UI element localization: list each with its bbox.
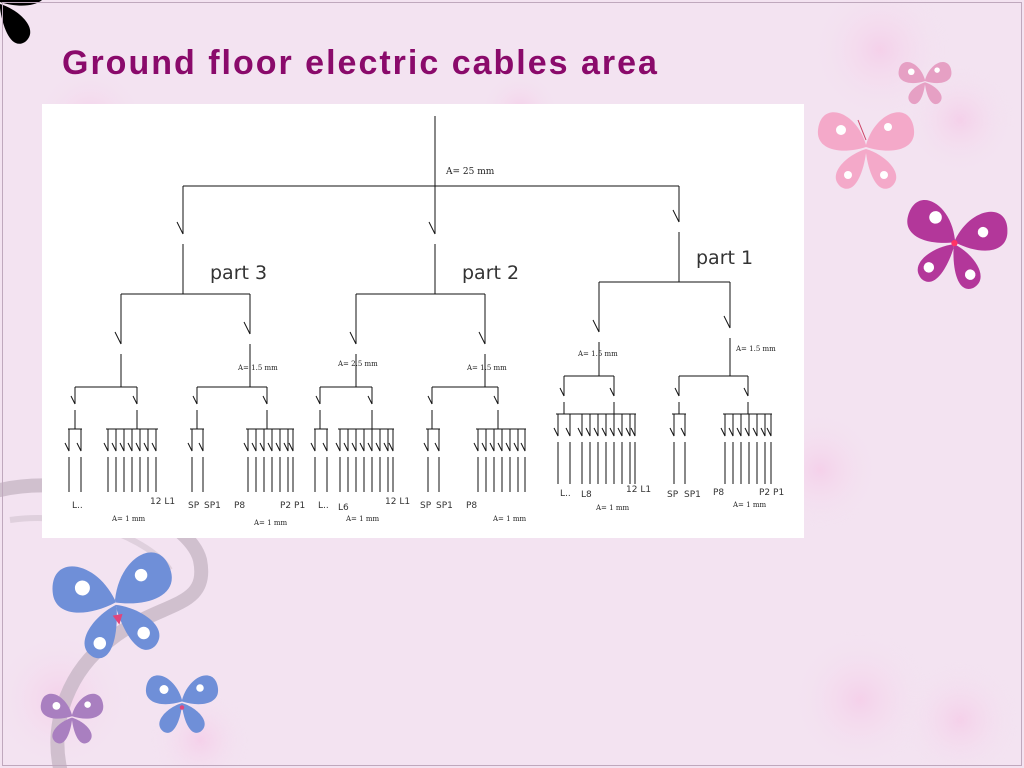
- group-cable-size: A= 1 mm: [595, 504, 629, 512]
- circuit-label: SP: [188, 501, 200, 511]
- group-cable-size: A= 1 mm: [111, 515, 145, 523]
- circuit-label: L..: [318, 501, 329, 511]
- circuit-label: SP1: [684, 490, 701, 500]
- part-3-label: part 3: [210, 262, 267, 284]
- circuit-label: L6: [338, 503, 349, 513]
- circuit-label: SP1: [436, 501, 453, 511]
- circuit-label: P8: [713, 488, 724, 498]
- cable-diagram: A= 25 mm part 3 part 2 part 1: [64, 116, 784, 527]
- part-2-circuits: [310, 429, 526, 492]
- group-cable-size: A= 1 mm: [732, 501, 766, 509]
- group-cable-size: A= 1 mm: [253, 519, 287, 527]
- part-2-branch-cable: A= 1.5 mm: [466, 364, 507, 372]
- part-1-label: part 1: [696, 247, 753, 269]
- slide-title: Ground floor electric cables area: [62, 44, 659, 82]
- circuit-label: SP: [667, 490, 679, 500]
- circuit-label: P8: [466, 501, 477, 511]
- butterfly-icon: [898, 61, 952, 105]
- group-cable-size: A= 1 mm: [345, 515, 379, 523]
- butterfly-icon: [48, 549, 184, 665]
- butterfly-icon: [897, 197, 1011, 295]
- part-1-branch-cable: A= 1.5 mm: [735, 345, 776, 353]
- butterfly-icon: [40, 693, 104, 744]
- part-1-circuits: [553, 414, 772, 484]
- part-3-circuits: [64, 429, 294, 492]
- circuit-label: 12 L1: [150, 497, 175, 507]
- part-2-label: part 2: [462, 262, 519, 284]
- main-feeder: [176, 116, 680, 294]
- main-cable-size: A= 25 mm: [445, 167, 495, 177]
- circuit-label: 12 L1: [626, 485, 651, 495]
- circuit-label: SP1: [204, 501, 221, 511]
- part-3-branches: [68, 293, 294, 430]
- circuit-label: P2 P1: [280, 501, 305, 511]
- butterfly-icon: [145, 675, 219, 733]
- circuit-label: P2 P1: [759, 488, 784, 498]
- circuit-label: L..: [72, 501, 83, 511]
- butterfly-icon: [817, 112, 915, 189]
- butterfly-icon: [0, 0, 43, 44]
- group-cable-size: A= 1 mm: [492, 515, 526, 523]
- circuit-label: L8: [581, 490, 592, 500]
- diagram-panel: A= 25 mm part 3 part 2 part 1: [42, 104, 804, 538]
- part-1-branch-cable: A= 1.5 mm: [577, 350, 618, 358]
- circuit-label: 12 L1: [385, 497, 410, 507]
- part-1-branches: [556, 281, 772, 415]
- part-3-branch-cable: A= 1.5 mm: [237, 364, 278, 372]
- circuit-label: L..: [560, 489, 571, 499]
- circuit-label: SP: [420, 501, 432, 511]
- part-2-branch-cable: A= 2.5 mm: [337, 360, 378, 368]
- circuit-label: P8: [234, 501, 245, 511]
